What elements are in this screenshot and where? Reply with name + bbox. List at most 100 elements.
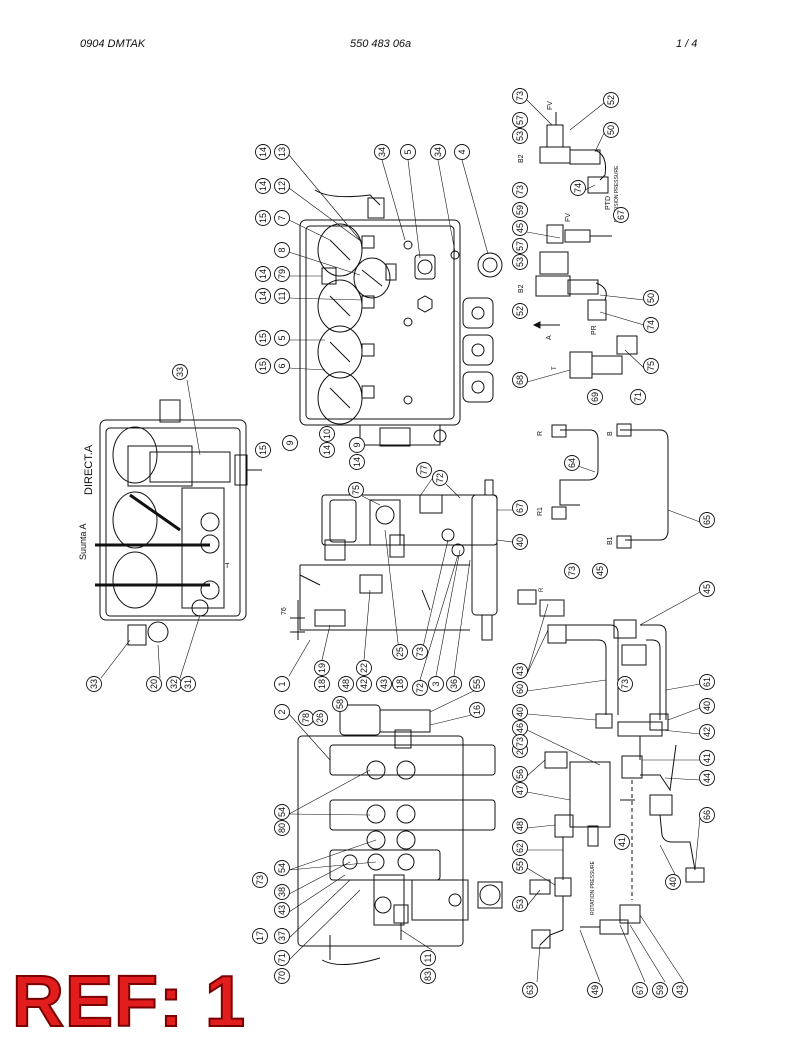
callout-41: 41 [614,834,630,850]
callout-circle [652,982,668,998]
callout-number: 14 [258,147,268,157]
callout-number: 56 [515,769,525,779]
callout-number: 36 [449,679,459,689]
callout-circle [699,807,715,823]
label-r1-loop: R1 [537,507,544,516]
callout-circle [512,220,528,236]
callout-number: 73 [620,679,630,689]
callout-49: 49 [587,982,603,998]
callout-number: 68 [515,375,525,385]
callout-number: 3 [431,681,441,686]
callout-70: 70 [274,968,290,984]
callout-34: 34 [374,144,390,160]
callout-circle [274,968,290,984]
callout-number: 43 [675,985,685,995]
callout-66: 66 [699,807,715,823]
callout-number: 66 [702,810,712,820]
callout-5: 5 [400,144,416,160]
callout-number: 19 [317,663,327,673]
callout-circle [512,896,528,912]
callout-number: 54 [277,807,287,817]
callout-number: 72 [435,473,445,483]
callout-circle [255,210,271,226]
callout-circle [252,928,268,944]
callout-25: 25 [392,644,408,660]
callout-15: 15 [255,358,271,374]
callout-circle [356,660,372,676]
left-valve-assembly [95,399,262,646]
callout-circle [430,144,446,160]
callout-73: 73 [512,734,528,750]
callout-number: 69 [590,392,600,402]
callout-circle [319,426,335,442]
callout-number: 44 [702,773,712,783]
callout-circle [314,660,330,676]
callout-number: 73 [515,737,525,747]
callout-circle [274,860,290,876]
callout-14: 14 [255,266,271,282]
callout-circle [699,770,715,786]
callout-42: 42 [356,676,372,692]
callout-circle [274,676,290,692]
callout-67: 67 [632,982,648,998]
callout-54: 54 [274,860,290,876]
callout-number: 73 [415,647,425,657]
callout-circle [314,676,330,692]
callout-circle [512,254,528,270]
callout-circle [255,442,271,458]
callout-7: 7 [274,210,290,226]
label-b2-mid: B2 [518,284,525,293]
callout-number: 40 [702,701,712,711]
callout-number: 14 [322,445,332,455]
callout-number: 9 [285,440,295,445]
callout-number: 1 [277,681,287,686]
callout-number: 5 [277,335,287,340]
ref-label: REF: 1 [11,962,247,1042]
callout-48: 48 [338,676,354,692]
callout-40: 40 [665,874,681,890]
callout-73: 73 [617,676,633,692]
callout-circle [274,210,290,226]
callout-number: 59 [515,205,525,215]
callout-53: 53 [512,896,528,912]
callout-4: 4 [454,144,470,160]
callout-18: 18 [392,676,408,692]
callout-circle [349,454,365,470]
callout-number: 42 [702,727,712,737]
label-pr: PR [591,325,598,335]
label-fv-top: FV [547,101,554,110]
callout-67: 67 [512,500,528,516]
callout-circle [274,928,290,944]
callout-50: 50 [603,122,619,138]
callout-65: 65 [699,512,715,528]
callout-circle [274,178,290,194]
callout-circle [274,704,290,720]
callout-circle [512,681,528,697]
callout-number: 47 [515,785,525,795]
callout-circle [564,455,580,471]
callout-number: 10 [322,429,332,439]
callout-circle [412,680,428,696]
callout-circle [274,242,290,258]
callout-73: 73 [564,563,580,579]
callout-72: 72 [432,470,448,486]
callout-number: 21 [515,745,525,755]
callout-55: 55 [469,676,485,692]
callout-number: 71 [277,953,287,963]
callout-number: 70 [277,971,287,981]
callout-number: 57 [515,115,525,125]
callout-number: 40 [668,877,678,887]
callout-number: 4 [457,149,467,154]
callout-circle [274,820,290,836]
callout-number: 11 [423,953,433,962]
callout-circle [522,982,538,998]
callout-number: 73 [567,566,577,576]
callout-circle [274,358,290,374]
callout-circle [512,303,528,319]
callout-number: 57 [515,241,525,251]
callout-circle [255,288,271,304]
callout-55: 55 [512,858,528,874]
callout-circle [643,358,659,374]
callout-12: 12 [274,178,290,194]
